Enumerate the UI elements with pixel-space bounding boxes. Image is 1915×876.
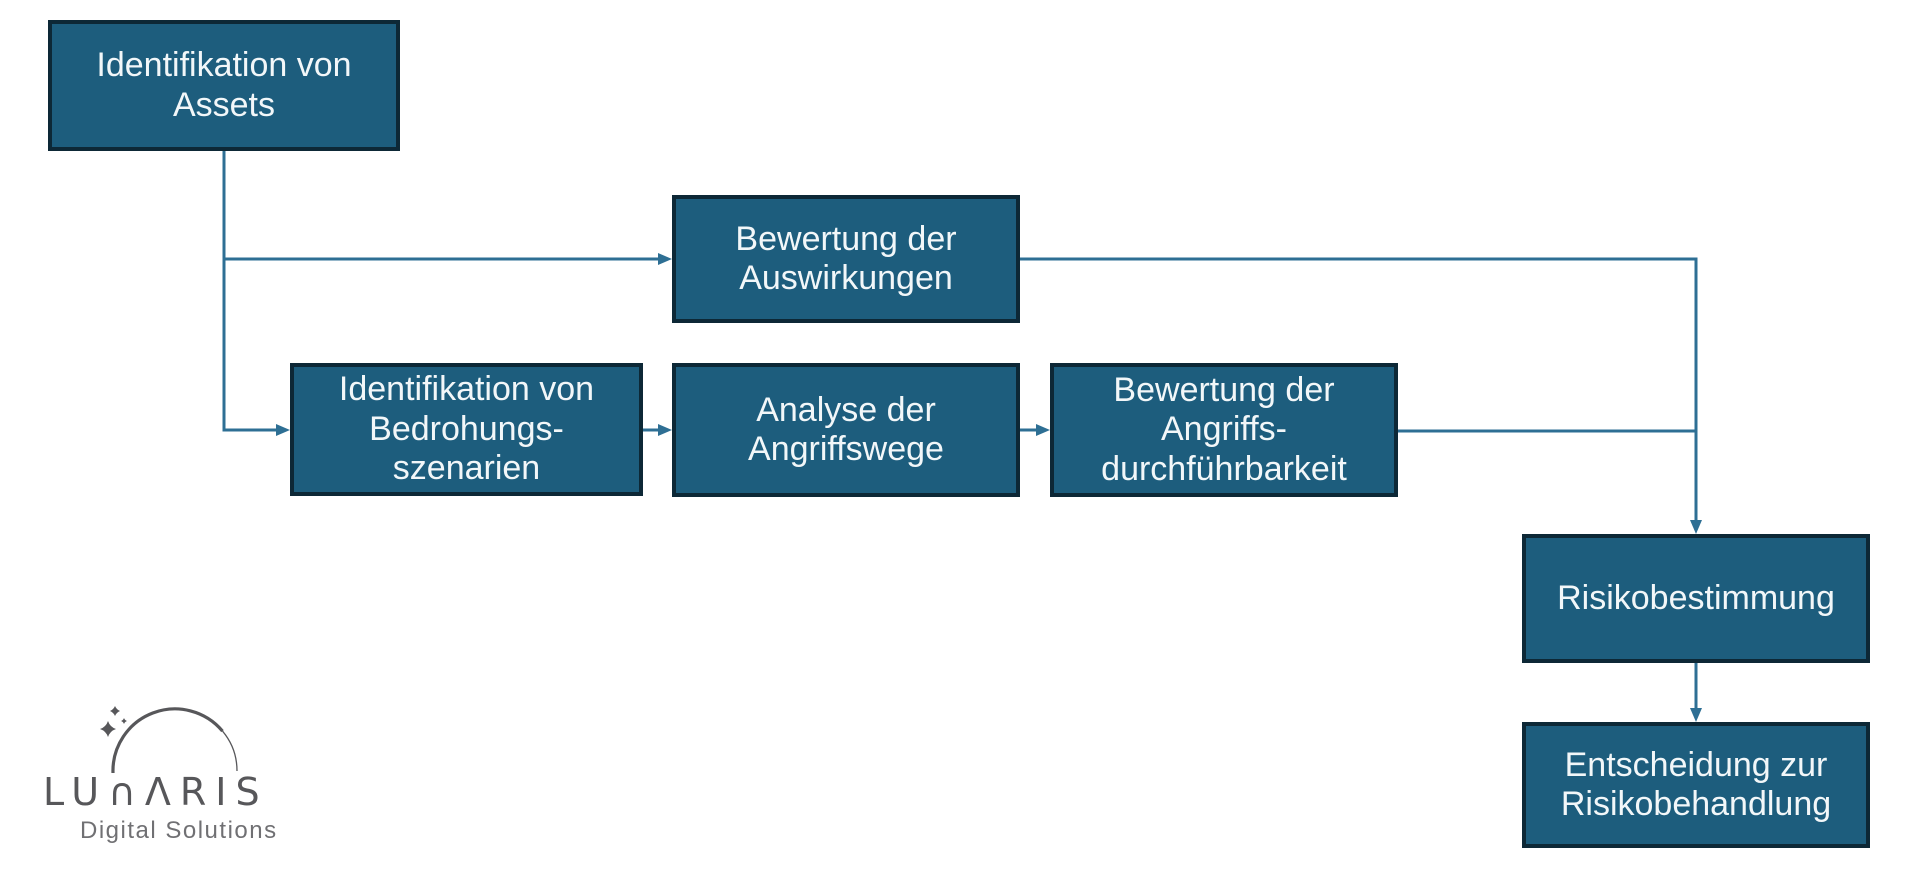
edge-impact-to-risk	[1020, 257, 1702, 534]
sparkle-icon	[110, 706, 120, 716]
node-identify-assets: Identifikation von Assets	[48, 20, 400, 151]
node-risk-determination: Risikobestimmung	[1522, 534, 1870, 663]
node-impact-assessment: Bewertung der Auswirkungen	[672, 195, 1020, 323]
moon-arc-icon	[100, 706, 238, 774]
sparkle-icon	[121, 718, 127, 724]
node-risk-treatment: Entscheidung zur Risikobehandlung	[1522, 722, 1870, 848]
edge-assets-to-threat-scenarios	[222, 151, 290, 436]
node-attack-feasibility: Bewertung der Angriffs- durchführbarkeit	[1050, 363, 1398, 497]
lunaris-tagline: Digital Solutions	[80, 817, 278, 844]
node-threat-scenarios: Identifikation von Bedrohungs- szenarien	[290, 363, 643, 496]
node-attack-path-analysis: Analyse der Angriffswege	[672, 363, 1020, 497]
moon-arc-thin	[222, 730, 238, 772]
lunaris-wordmark: LU∩ΛRIS	[43, 770, 269, 814]
lunaris-logo: LU∩ΛRIS Digital Solutions	[35, 693, 335, 868]
sparkle-icon	[100, 721, 116, 737]
moon-arc-thick	[111, 707, 224, 774]
